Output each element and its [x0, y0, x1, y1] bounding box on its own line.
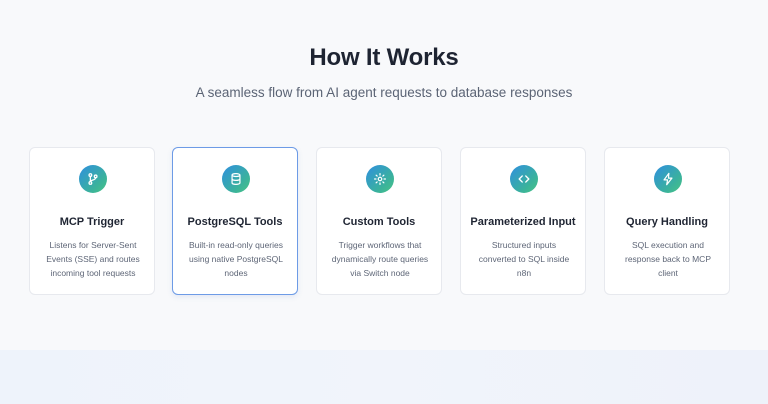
card-mcp-trigger[interactable]: MCP Trigger Listens for Server-Sent Even…	[29, 147, 155, 295]
card-custom-tools[interactable]: Custom Tools Trigger workflows that dyna…	[316, 147, 442, 295]
section-subtitle: A seamless flow from AI agent requests t…	[195, 85, 573, 100]
card-title: Custom Tools	[342, 216, 416, 228]
database-icon	[222, 165, 250, 193]
card-postgresql-tools[interactable]: PostgreSQL Tools Built-in read-only quer…	[172, 147, 298, 295]
card-title: Query Handling	[626, 216, 708, 228]
card-title: Parameterized Input	[470, 216, 576, 228]
code-icon	[510, 165, 538, 193]
card-title: MCP Trigger	[59, 216, 125, 228]
card-description: Listens for Server-Sent Events (SSE) and…	[46, 240, 140, 278]
section-title: How It Works	[309, 44, 459, 71]
card-description: SQL execution and response back to MCP c…	[625, 240, 711, 278]
lightning-icon	[654, 165, 682, 193]
how-it-works-section: How It Works A seamless flow from AI age…	[29, 44, 730, 295]
card-query-handling[interactable]: Query Handling SQL execution and respons…	[604, 147, 730, 295]
card-description: Structured inputs converted to SQL insid…	[478, 240, 570, 278]
next-section-background	[0, 350, 768, 404]
git-branch-icon	[79, 165, 107, 193]
card-title: PostgreSQL Tools	[187, 216, 283, 228]
card-description: Trigger workflows that dynamically route…	[331, 240, 429, 278]
gear-icon	[366, 165, 394, 193]
card-description: Built-in read-only queries using native …	[188, 240, 284, 278]
card-parameterized-input[interactable]: Parameterized Input Structured inputs co…	[460, 147, 586, 295]
